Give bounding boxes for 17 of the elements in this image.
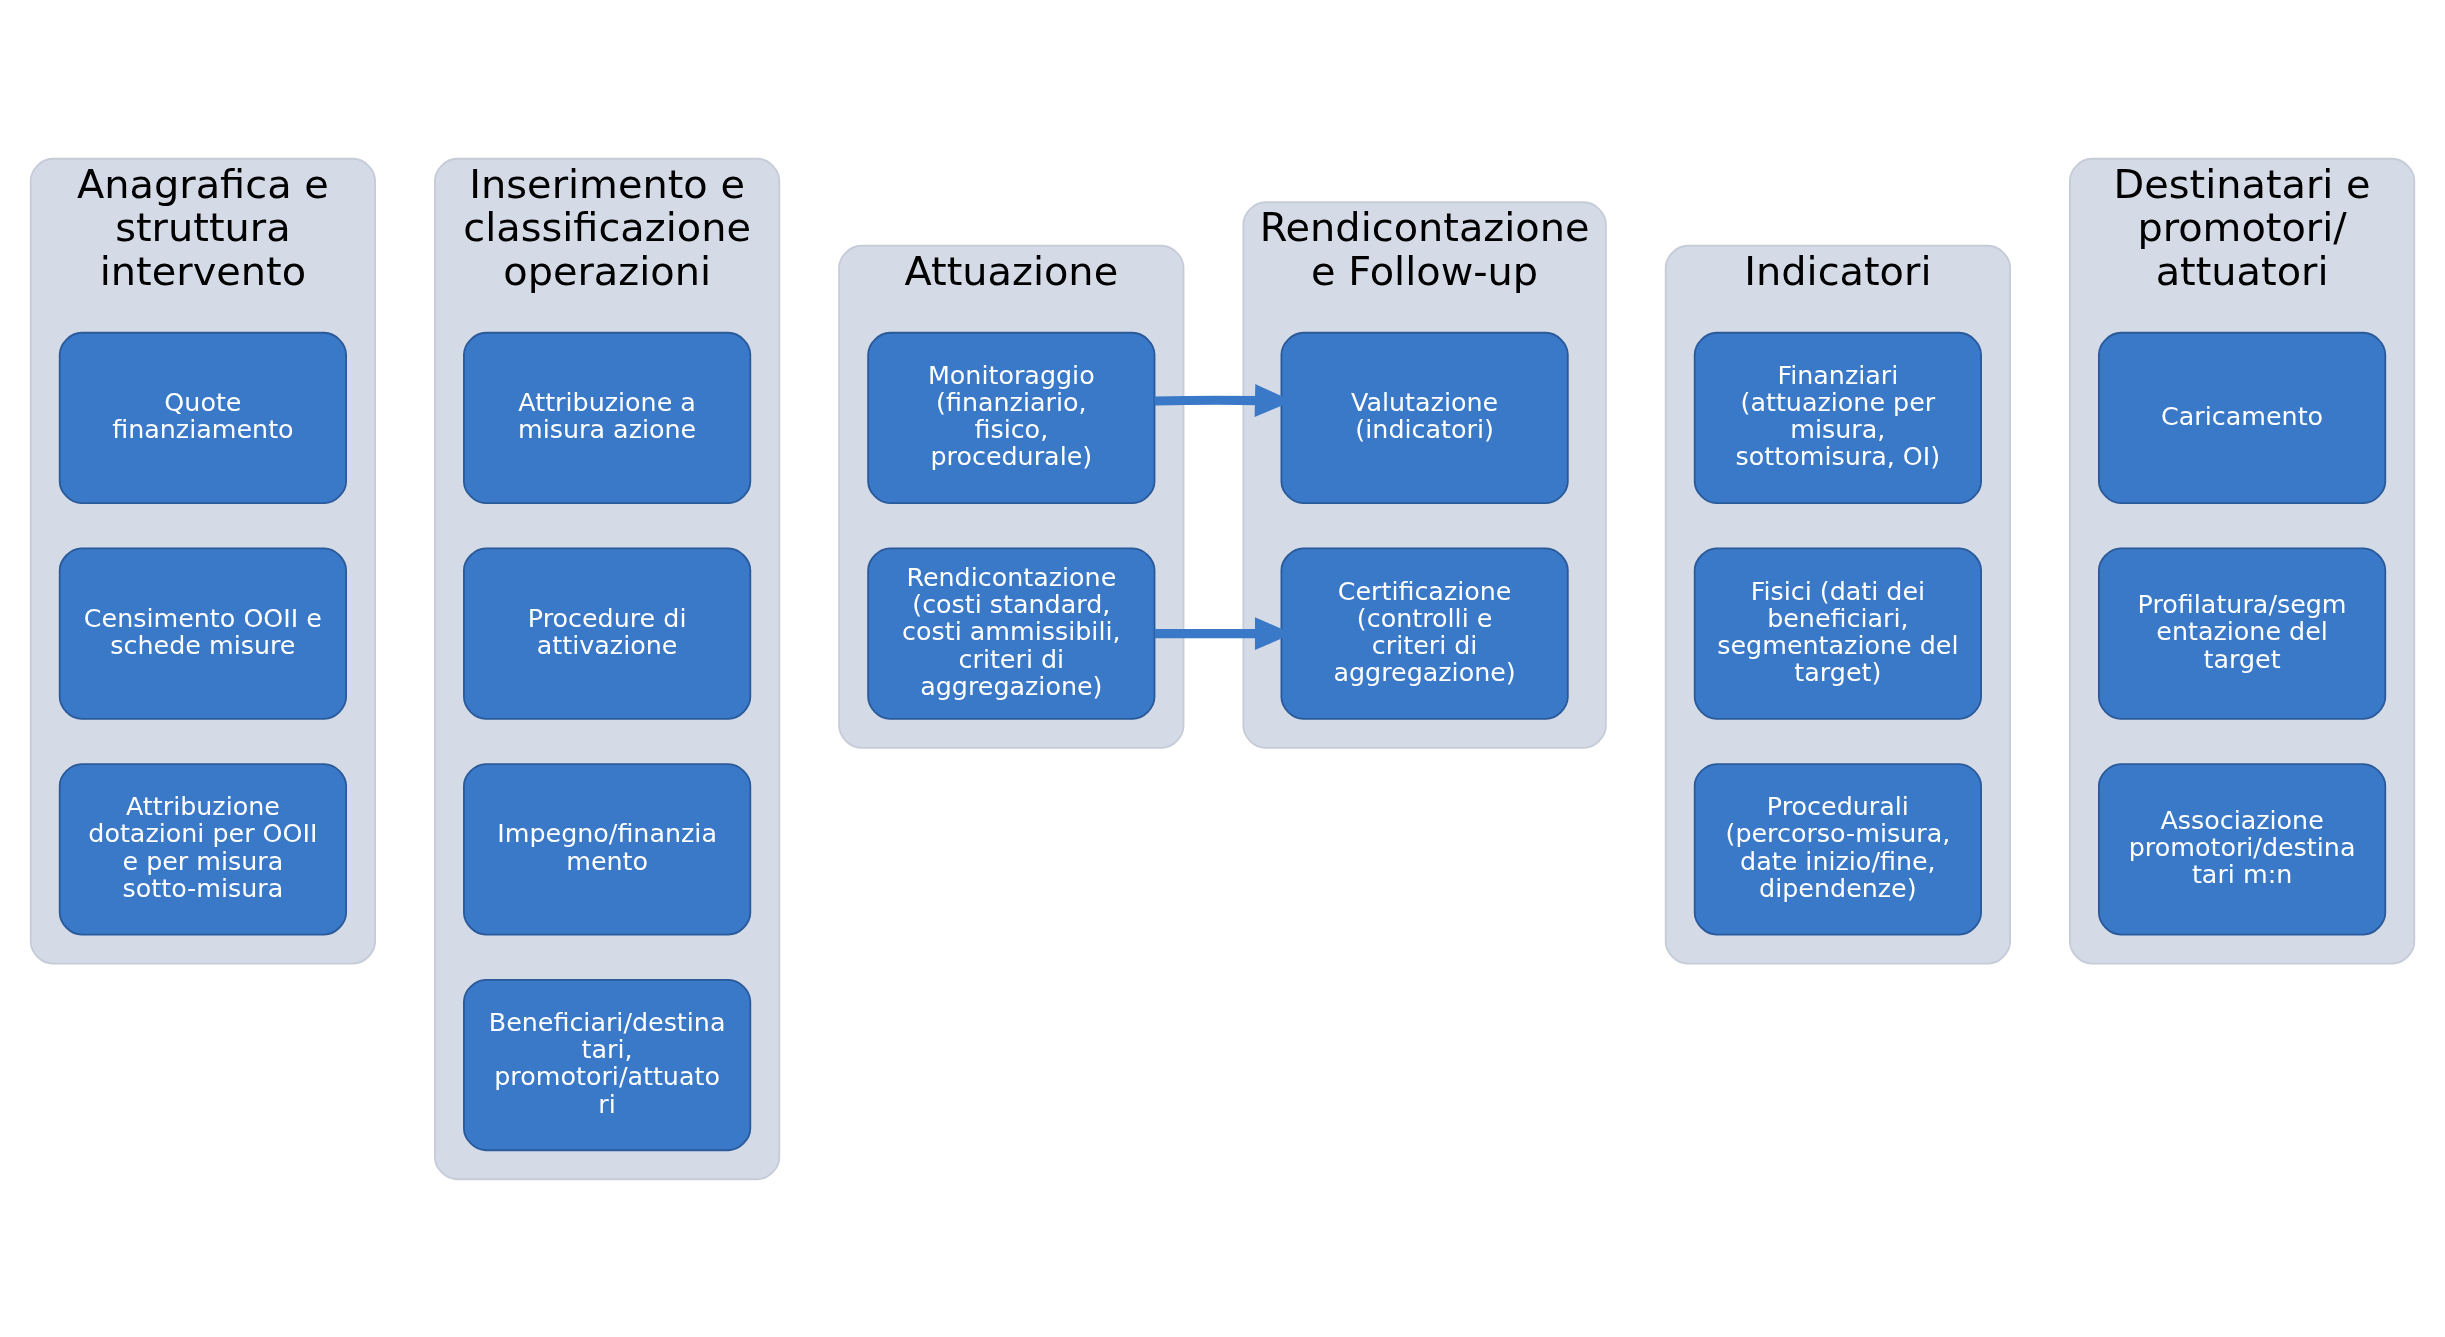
node-box: Valutazione (indicatori) — [1280, 331, 1569, 504]
node-box: Attribuzione dotazioni per OOII e per misura sotto-misura — [58, 762, 347, 935]
node-box: Fisici (dati dei beneficiari, segmentazione del target) — [1693, 547, 1982, 720]
node-box: Caricamento — [2098, 331, 2387, 504]
node-box: Quote finanziamento — [58, 331, 347, 504]
node-box: Beneficiari/destina tari, promotori/attuato ri — [463, 978, 752, 1151]
node-box: Censimento OOII e schede misure — [58, 547, 347, 720]
node-box: Attribuzione a misura azione — [463, 331, 752, 504]
node-box: Associazione promotori/destina tari m:n — [2098, 762, 2387, 935]
node-box: Finanziari (attuazione per misura, sottomisura, OI) — [1693, 331, 1982, 504]
node-box: Rendicontazione (costi standard, costi ammissibili, criteri di aggregazione) — [867, 547, 1156, 720]
node-box: Impegno/finanzia mento — [463, 762, 752, 935]
node-box: Procedurali (percorso-misura, date inizio/fine, dipendenze) — [1693, 762, 1982, 935]
node-box: Procedure di attivazione — [463, 547, 752, 720]
node-box: Profilatura/segm entazione del target — [2098, 547, 2387, 720]
node-box: Certificazione (controlli e criteri di aggregazione) — [1280, 547, 1569, 720]
node-box: Monitoraggio (finanziario, fisico, procedurale) — [867, 331, 1156, 504]
